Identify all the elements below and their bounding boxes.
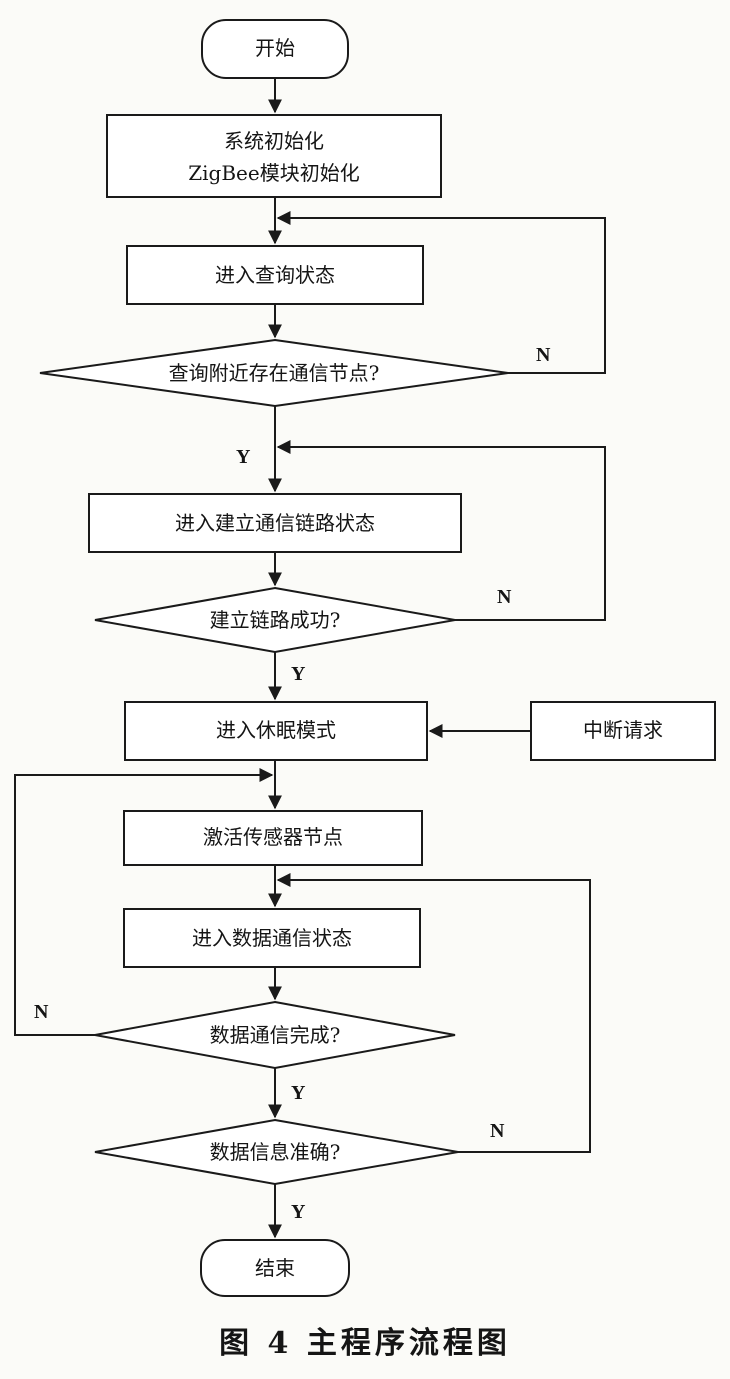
comm-done-decision: 数据通信完成? [94, 1000, 456, 1070]
start-label: 开始 [255, 36, 295, 60]
query-no-label: N [536, 344, 551, 366]
query-decision-label: 查询附近存在通信节点? [169, 361, 380, 385]
link-no-label: N [497, 586, 512, 608]
sleep-label: 进入休眠模式 [216, 718, 336, 742]
comm-done-yes-label: Y [291, 1082, 306, 1104]
comm-done-no-loop [14, 768, 274, 1036]
interrupt-box: 中断请求 [530, 701, 716, 761]
enter-link-label: 进入建立通信链路状态 [175, 511, 375, 535]
data-accurate-no-label: N [490, 1120, 505, 1142]
comm-done-label: 数据通信完成? [210, 1023, 341, 1047]
query-state-process: 进入查询状态 [126, 245, 424, 305]
sleep-process: 进入休眠模式 [124, 701, 428, 761]
query-no-loop [276, 211, 606, 374]
query-yes-label: Y [236, 446, 251, 468]
activate-process: 激活传感器节点 [123, 810, 423, 866]
enter-query-label: 进入查询状态 [215, 263, 335, 287]
link-yes-label: Y [291, 663, 306, 685]
data-accurate-label: 数据信息准确? [210, 1140, 341, 1164]
comm-done-no-label: N [34, 1001, 49, 1023]
link-state-process: 进入建立通信链路状态 [88, 493, 462, 553]
init-line1-label: 系统初始化 [224, 129, 324, 153]
end-terminal: 结束 [200, 1239, 350, 1297]
link-no-loop [276, 440, 606, 621]
start-terminal: 开始 [201, 19, 349, 79]
data-comm-process: 进入数据通信状态 [123, 908, 421, 968]
end-label: 结束 [255, 1256, 295, 1280]
data-comm-label: 进入数据通信状态 [192, 926, 352, 950]
data-accurate-no-loop [276, 873, 591, 1153]
flowchart-canvas: 开始 系统初始化 ZigBee模块初始化 进入查询状态 查询附近存在通信节点? … [14, 19, 716, 1297]
query-decision: 查询附近存在通信节点? [39, 338, 509, 408]
data-accurate-decision: 数据信息准确? [94, 1118, 459, 1186]
figure-caption: 图 4 主程序流程图 [219, 1326, 511, 1361]
activate-label: 激活传感器节点 [203, 825, 343, 849]
data-accurate-yes-label: Y [291, 1201, 306, 1223]
init-line2-label: ZigBee模块初始化 [188, 161, 359, 185]
link-decision-label: 建立链路成功? [210, 608, 341, 632]
init-process: 系统初始化 ZigBee模块初始化 [106, 114, 442, 198]
interrupt-label: 中断请求 [583, 718, 663, 742]
link-decision: 建立链路成功? [94, 586, 456, 654]
